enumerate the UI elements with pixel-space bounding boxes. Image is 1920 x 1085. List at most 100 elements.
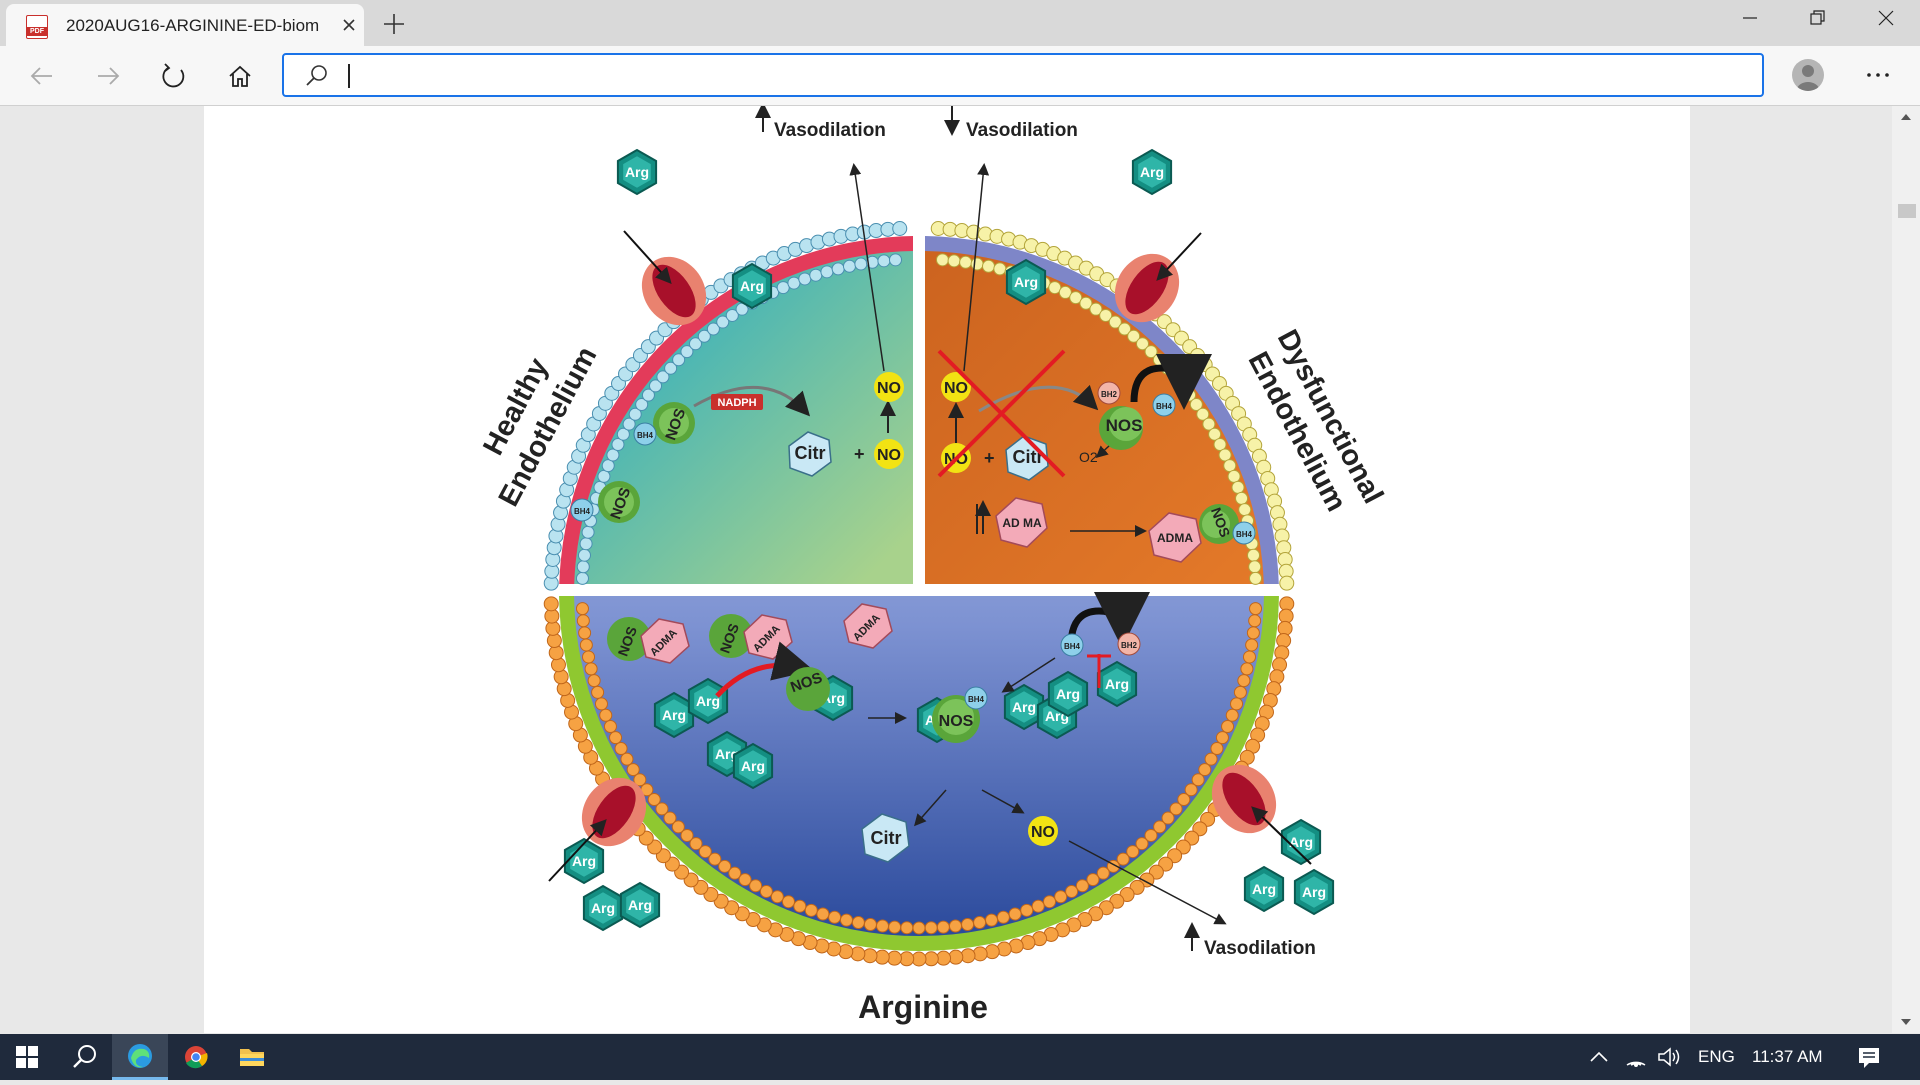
- svg-text:BH4: BH4: [1156, 402, 1173, 411]
- nos-arg-complex: NOS: [786, 667, 830, 711]
- arg-molecule: Arg: [1243, 865, 1285, 913]
- address-bar[interactable]: [282, 53, 1764, 97]
- arg-label: Arg: [572, 853, 596, 869]
- svg-text:Citr: Citr: [871, 828, 902, 848]
- pdf-file-icon: PDF: [26, 15, 48, 39]
- vertical-scrollbar[interactable]: [1892, 106, 1920, 1033]
- svg-text:BH4: BH4: [574, 507, 591, 516]
- volume-icon[interactable]: [1656, 1045, 1682, 1069]
- arg-label: Arg: [696, 693, 720, 709]
- svg-text:BH4: BH4: [1236, 530, 1253, 539]
- address-input[interactable]: [348, 61, 1728, 89]
- chrome-icon[interactable]: [168, 1034, 224, 1080]
- svg-text:NADPH: NADPH: [717, 397, 756, 409]
- forward-arrow-icon[interactable]: [90, 58, 126, 94]
- scroll-down-icon[interactable]: [1900, 1017, 1912, 1027]
- nos-uncoupled: BH2 BH4 NOS O2: [1079, 353, 1212, 465]
- arg-molecule: Arg: [731, 262, 773, 310]
- language-indicator[interactable]: ENG: [1698, 1047, 1735, 1066]
- arg-molecule: Arg: [732, 742, 774, 790]
- arg-label: Arg: [591, 900, 615, 916]
- arg-molecule: Arg: [687, 677, 729, 725]
- svg-text:AD MA: AD MA: [1002, 516, 1042, 530]
- no-product: NO: [1028, 816, 1227, 925]
- arg-molecule: Arg: [1293, 868, 1335, 916]
- no-molecule-dysfunctional: NO NO + Citr: [937, 163, 1099, 481]
- show-hidden-icons-icon[interactable]: [1588, 1048, 1610, 1066]
- windows-start-icon[interactable]: [0, 1034, 56, 1080]
- window-close-icon[interactable]: [1854, 0, 1918, 36]
- citrulline-healthy: Citr: [788, 431, 832, 477]
- svg-text:BH4: BH4: [968, 695, 985, 704]
- windows-taskbar: ENG 11:37 AM: [0, 1034, 1920, 1080]
- home-icon[interactable]: [222, 58, 258, 94]
- arg-label: Arg: [662, 707, 686, 723]
- nadph-cofactor: NADPH: [693, 386, 811, 417]
- pdf-page: Vasodilation Vasodilation Healthy Endoth…: [204, 106, 1690, 1033]
- svg-text:NOS: NOS: [1106, 416, 1143, 435]
- arginine-endothelium-figure: Vasodilation Vasodilation Healthy Endoth…: [444, 106, 1404, 1025]
- arg-molecule: Arg: [706, 730, 748, 778]
- arg-molecule: Arg: [616, 148, 658, 196]
- arg-molecule: Arg: [1003, 683, 1045, 731]
- arg-label: Arg: [740, 278, 764, 294]
- clock[interactable]: 11:37 AM: [1752, 1047, 1823, 1066]
- svg-text:Citr: Citr: [795, 443, 826, 463]
- browser-tab[interactable]: PDF 2020AUG16-ARGININE-ED-biom: [6, 4, 364, 46]
- file-explorer-icon[interactable]: [224, 1034, 280, 1080]
- arg-label: Arg: [1012, 699, 1036, 715]
- arg-label: Arg: [1105, 676, 1129, 692]
- arg-molecule: Arg: [653, 691, 695, 739]
- back-arrow-icon[interactable]: [24, 58, 60, 94]
- arg-transporter-healthy: [623, 230, 707, 326]
- arg-molecule: Arg: [1005, 258, 1047, 306]
- svg-text:BH4: BH4: [637, 431, 654, 440]
- svg-text:O2: O2: [1079, 449, 1098, 465]
- profile-avatar-icon[interactable]: [1792, 59, 1824, 91]
- scroll-up-icon[interactable]: [1900, 112, 1912, 122]
- arg-transporter-dysfunctional: [1114, 232, 1202, 323]
- taskbar-search-icon[interactable]: [56, 1034, 112, 1080]
- svg-text:NO: NO: [1031, 824, 1055, 841]
- nos-active: NOS BH4: [932, 686, 988, 743]
- text-caret: [348, 64, 350, 88]
- svg-text:+: +: [984, 448, 995, 468]
- svg-text:+: +: [854, 444, 865, 464]
- notifications-icon[interactable]: [1856, 1045, 1882, 1071]
- tab-close-icon[interactable]: [336, 12, 362, 38]
- browser-toolbar: [0, 46, 1920, 106]
- svg-text:BH2: BH2: [1101, 390, 1118, 399]
- svg-text:BH4: BH4: [1064, 642, 1081, 651]
- edge-browser-icon[interactable]: [112, 1034, 168, 1080]
- scrollbar-thumb[interactable]: [1898, 204, 1916, 218]
- adma-dysfunctional: AD MA ADMA NOS BH4: [977, 498, 1256, 563]
- more-options-icon[interactable]: [1858, 60, 1898, 90]
- bottom-cell-interior: [574, 596, 1264, 936]
- arg-label: Arg: [628, 897, 652, 913]
- svg-text:NO: NO: [877, 447, 901, 464]
- svg-text:BH2: BH2: [1121, 641, 1138, 650]
- search-icon: [306, 65, 327, 86]
- citrulline-product: Citr: [861, 813, 910, 863]
- svg-text:NO: NO: [944, 380, 968, 397]
- arg-molecule: Arg: [1047, 670, 1089, 718]
- refresh-icon[interactable]: [156, 58, 192, 94]
- network-icon[interactable]: [1624, 1045, 1648, 1069]
- svg-text:NO: NO: [877, 380, 901, 397]
- vasodilation-bottom-label: Vasodilation: [1204, 938, 1316, 959]
- no-molecule-healthy: NO NO: [849, 163, 904, 469]
- svg-text:Citr: Citr: [1013, 447, 1044, 467]
- arg-molecule: Arg: [619, 881, 661, 929]
- arg-binding-arrow: [715, 641, 814, 698]
- arg-label: Arg: [1252, 881, 1276, 897]
- arg-transporter-bottom-left: [548, 777, 647, 882]
- arg-label: Arg: [1056, 686, 1080, 702]
- arg-label: Arg: [1140, 164, 1164, 180]
- browser-title-bar: PDF 2020AUG16-ARGININE-ED-biom: [0, 0, 1920, 46]
- minimize-icon[interactable]: [1718, 0, 1782, 36]
- svg-text:ADMA: ADMA: [1157, 531, 1193, 545]
- new-tab-icon[interactable]: [378, 8, 410, 40]
- arg-label: Arg: [1302, 884, 1326, 900]
- restore-icon[interactable]: [1786, 0, 1850, 36]
- svg-text:NOS: NOS: [939, 713, 974, 730]
